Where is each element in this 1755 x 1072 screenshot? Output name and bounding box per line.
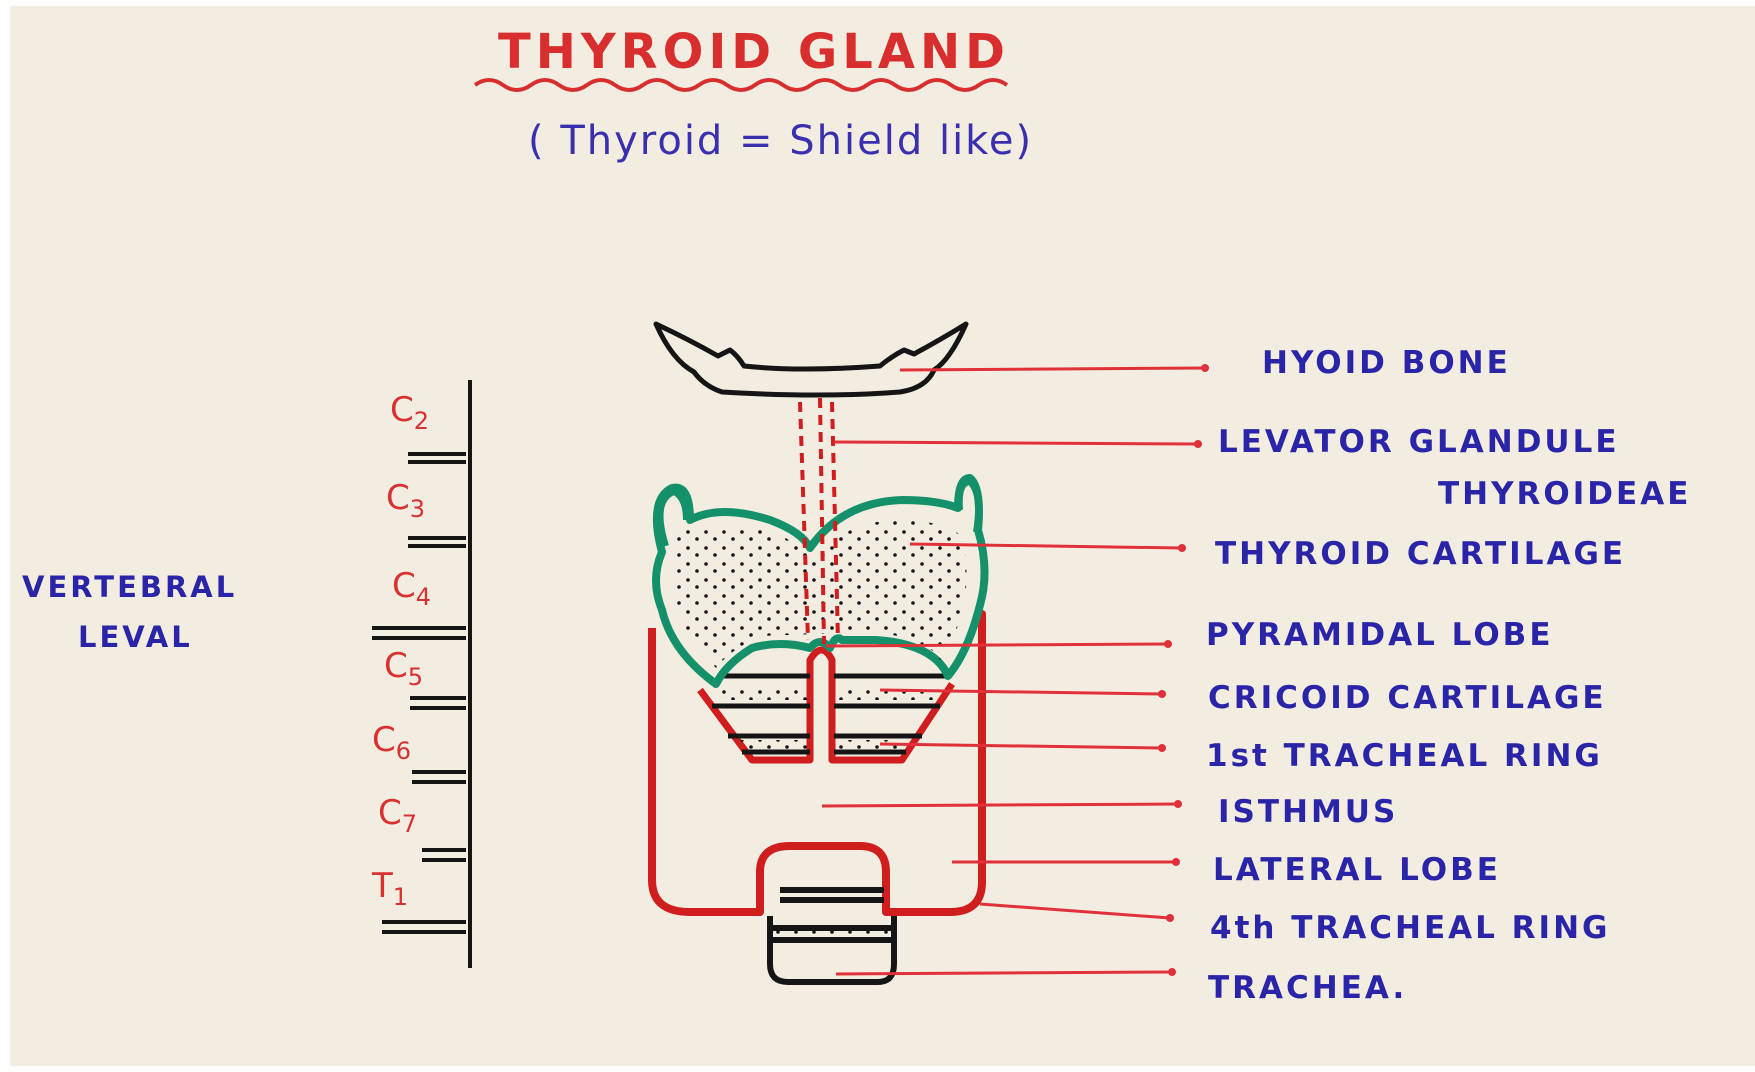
hyoid-bone [656,324,966,395]
fourth-ring-dots [782,892,882,898]
ring-dots-left [740,740,810,750]
trachea-ring-dots [772,930,892,938]
vertebral-column [372,380,470,968]
leader-line-ends [1158,364,1209,976]
leader-lines [822,368,1205,974]
cricoid-dots-right [836,686,936,700]
cricoid-dots-left [720,686,810,700]
